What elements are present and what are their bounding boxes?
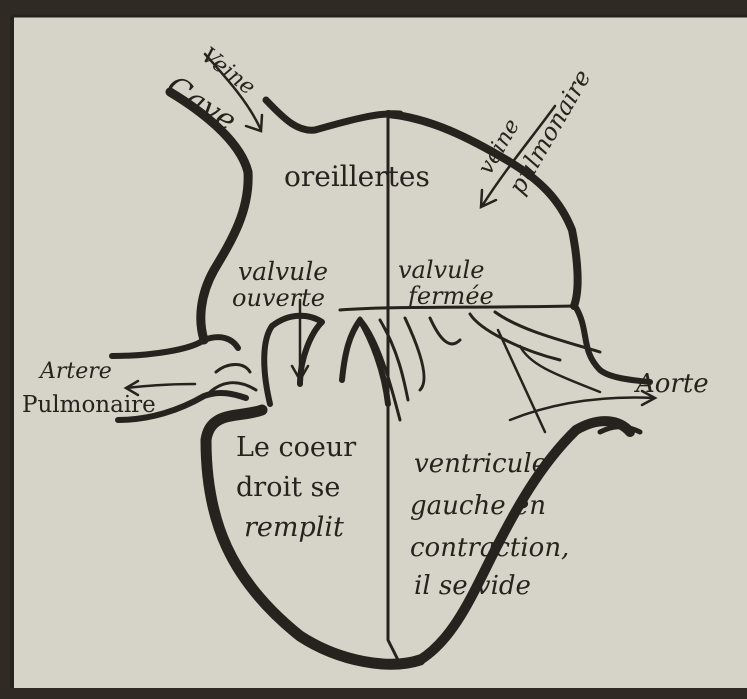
label-valvule-right-1: valvule (398, 256, 484, 284)
label-coeur-1: Le coeur (236, 432, 356, 463)
label-valvule-right-2: fermée (406, 282, 494, 310)
label-coeur-2: droit se (236, 472, 340, 503)
label-valvule-left-1: valvule (238, 257, 328, 286)
label-valvule-left-2: ouverte (232, 284, 325, 312)
label-aorte: Aorte (634, 369, 709, 399)
label-ventricule-4: il se vide (414, 571, 531, 601)
label-ventricule-3: contraction, (410, 533, 569, 563)
label-coeur-3: remplit (244, 512, 344, 543)
label-oreillettes: oreillertes (284, 160, 430, 193)
label-ventricule-2: gauche en (410, 491, 546, 521)
label-ventricule-1: ventricule (414, 449, 547, 479)
label-artere: Artere (38, 359, 112, 384)
label-pulmonaire: Pulmonaire (22, 392, 156, 418)
